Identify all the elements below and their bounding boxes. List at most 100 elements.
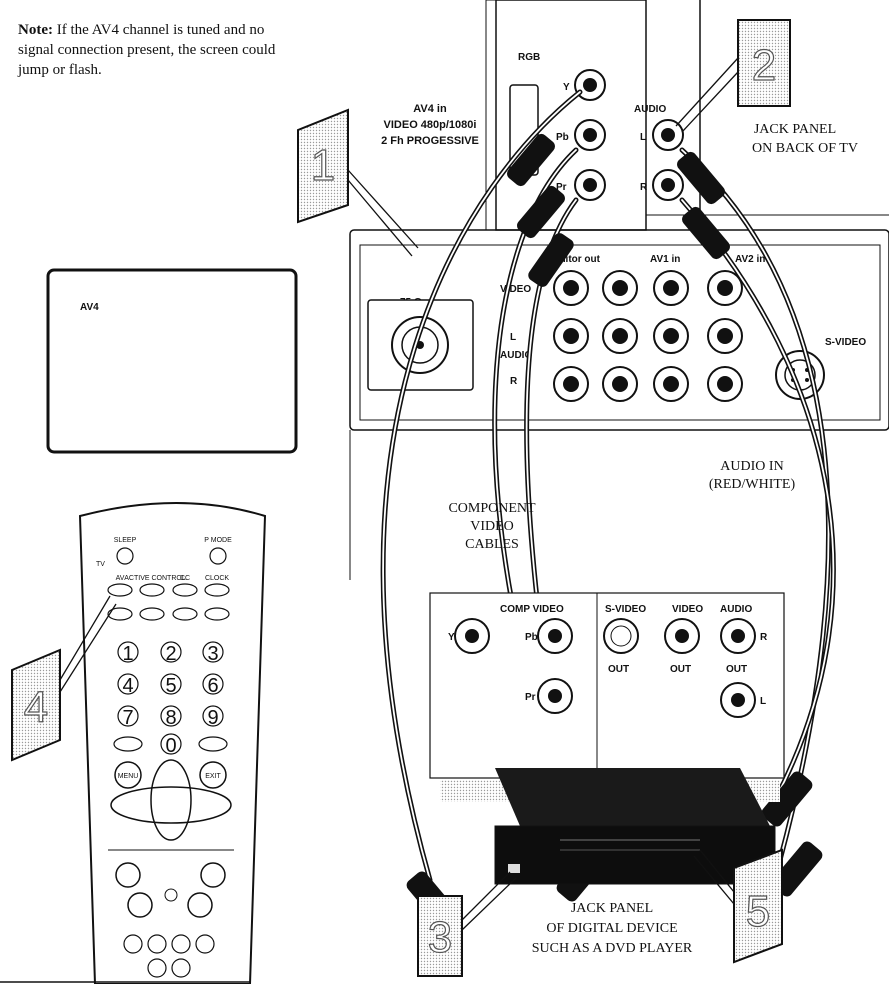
dev-jack-svideo: [603, 618, 639, 654]
audio-label: AUDIO: [634, 104, 666, 115]
audio-r-label: R: [640, 182, 648, 193]
dev-svideo-out: OUT: [608, 664, 629, 675]
device-jack-panel: COMP VIDEO S-VIDEO VIDEO AUDIO Y Pb Pr O…: [429, 592, 785, 802]
svideo-label: S-VIDEO: [825, 337, 866, 348]
digit-9: 9: [207, 707, 218, 729]
remote-av-label: AV: [116, 575, 125, 582]
dev-jack-pb: [537, 618, 573, 654]
tv-caption-line1: JACK PANEL: [754, 122, 836, 137]
dev-y-label: Y: [448, 632, 455, 643]
remote-plus-right: [200, 862, 226, 888]
note-label: Note:: [18, 22, 53, 38]
remote-exit-button: [199, 761, 227, 789]
digit-8: 8: [165, 707, 176, 729]
digit-4: 4: [122, 675, 133, 697]
dev-jack-audio-l: [720, 682, 756, 718]
rewind-icon: [123, 934, 143, 954]
dev-video-label: VIDEO: [672, 604, 703, 615]
tv-jack-panel: RGB Y Pb Pr AV4 in VIDEO 480p/1080i 2 Fh…: [349, 0, 889, 580]
remote-menu-button: [114, 761, 142, 789]
note-text: Note: If the AV4 channel is tuned and no…: [18, 20, 298, 80]
remote-pmode-button: [209, 547, 227, 565]
dev-jack-audio-r: [720, 618, 756, 654]
stop-icon: [147, 934, 167, 954]
audio-in-line2: (RED/WHITE): [709, 477, 796, 492]
note-body: If the AV4 channel is tuned and no signa…: [18, 22, 276, 78]
callout-1: 1: [297, 108, 419, 257]
video-label: VIDEO: [500, 284, 531, 295]
dev-pr-label: Pr: [525, 692, 536, 703]
remote-minus-left: [127, 892, 153, 918]
remote-transport-buttons: [123, 934, 215, 978]
remote-right-oval: [198, 736, 228, 752]
dev-jack-y: [454, 618, 490, 654]
callout-2: 2: [675, 19, 791, 133]
remote-active-label: ACTIVE CONTROL: [124, 575, 186, 582]
antenna-connector: [367, 299, 474, 391]
tv-jack-pr: [574, 169, 606, 201]
tv-jack-pb: [574, 119, 606, 151]
remote-cc-label: CC: [180, 575, 190, 582]
pause-icon: [147, 958, 167, 978]
record-icon: [171, 958, 191, 978]
remote-menu-label: MENU: [118, 773, 139, 780]
device-caption-line3: SUCH AS A DVD PLAYER: [532, 941, 693, 956]
remote-minus-right: [187, 892, 213, 918]
tv-screen: AV4: [46, 268, 298, 454]
dev-pb-label: Pb: [525, 632, 538, 643]
callout-4: 4: [11, 595, 117, 762]
remote-top-buttons: [107, 583, 230, 621]
lower-audio-label: AUDIO: [500, 350, 532, 361]
callout-1-number: 1: [311, 141, 335, 190]
digit-6: 6: [207, 675, 218, 697]
digit-5: 5: [165, 675, 176, 697]
callout-5-number: 5: [746, 887, 770, 936]
component-line1: COMPONENT: [448, 501, 536, 516]
dev-audio-out: OUT: [726, 664, 747, 675]
remote-plus-left: [115, 862, 141, 888]
digit-1: 1: [122, 643, 133, 665]
lower-r-label: R: [510, 376, 518, 387]
remote-clock-label: CLOCK: [205, 575, 229, 582]
callout-2-number: 2: [752, 41, 776, 90]
remote-exit-label: EXIT: [205, 773, 221, 780]
y-jack-label: Y: [563, 82, 570, 93]
component-line2: VIDEO: [470, 519, 514, 534]
digit-0: 0: [165, 735, 176, 757]
dvd-player: [494, 768, 776, 885]
device-caption-line2: OF DIGITAL DEVICE: [546, 921, 677, 936]
device-caption-line1: JACK PANEL: [571, 901, 653, 916]
remote-mute-button: [164, 888, 178, 902]
callout-3-number: 3: [428, 913, 452, 962]
rgb-label: RGB: [518, 52, 540, 63]
av4-line2: VIDEO 480p/1080i: [384, 119, 477, 131]
monitor-out-label: Monitor out: [545, 254, 601, 265]
remote-sleep-label: SLEEP: [114, 537, 137, 544]
remote-sleep-button: [116, 547, 134, 565]
callout-5: 5: [693, 848, 783, 964]
screen-av4-text: AV4: [80, 302, 99, 313]
av1-in-label: AV1 in: [650, 254, 680, 265]
tv-jack-y: [574, 69, 606, 101]
tv-jack-grid: [553, 270, 743, 402]
remote-nav-cluster: MENU EXIT: [108, 759, 234, 918]
pr-jack-label: Pr: [556, 182, 567, 193]
digit-3: 3: [207, 643, 218, 665]
fast-forward-icon: [195, 934, 215, 954]
comp-video-label: COMP VIDEO: [500, 604, 564, 615]
av2-in-label: AV2 in: [735, 254, 765, 265]
lower-l-label: L: [510, 332, 516, 343]
component-line3: CABLES: [465, 537, 519, 552]
pb-jack-label: Pb: [556, 132, 569, 143]
remote-left-oval: [113, 736, 143, 752]
remote-pmode-label: P MODE: [204, 537, 232, 544]
audio-l-label: L: [640, 132, 646, 143]
callout-3: 3: [417, 871, 517, 977]
dev-jack-pr: [537, 678, 573, 714]
audio-in-line1: AUDIO IN: [720, 459, 783, 474]
remote-control: SLEEP P MODE TV AV ACTIVE CONTROL CC CLO…: [78, 502, 267, 984]
digit-2: 2: [165, 643, 176, 665]
tv-caption-line2: ON BACK OF TV: [752, 141, 858, 156]
